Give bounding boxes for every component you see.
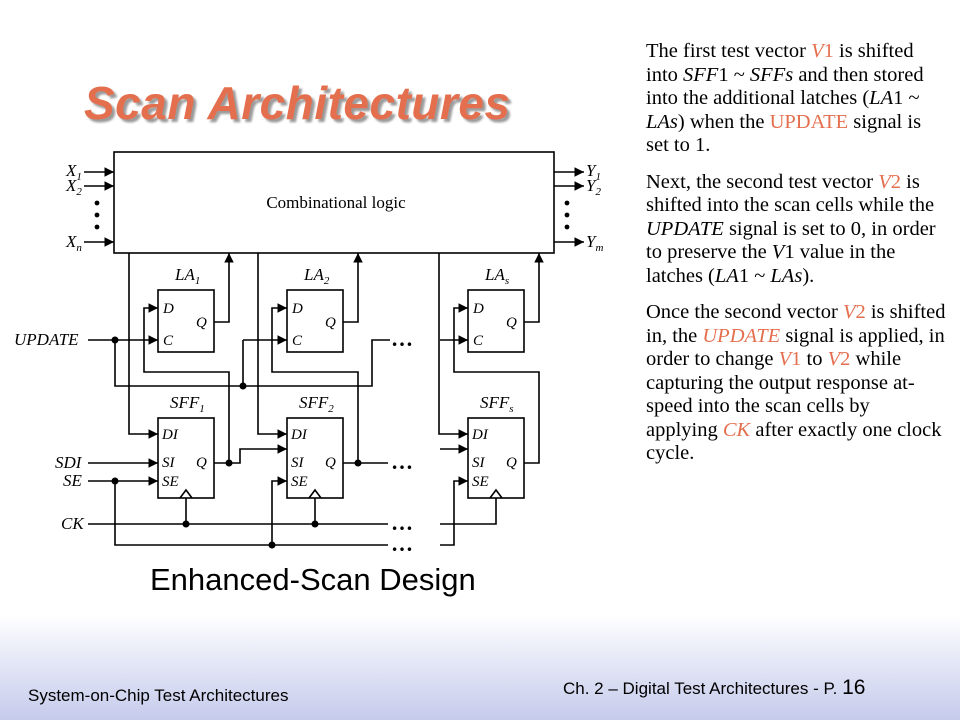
- paragraph-2-run: ).: [802, 264, 815, 287]
- explanation-text: The first test vector V1 is shifted into…: [646, 40, 946, 479]
- sdi-signal-label: SDI: [55, 453, 83, 472]
- latch-1-box: [157, 289, 215, 353]
- paragraph-3-run: is shifted in, the: [646, 301, 946, 347]
- paragraph-2-run: UPDATE: [646, 217, 724, 240]
- scan-cell-1-label: SFF1: [170, 393, 205, 415]
- paragraph-1-run: LA: [869, 87, 894, 109]
- paragraph-3-run: UPDATE: [702, 324, 781, 347]
- paragraph-1-run: SFFs: [749, 63, 794, 86]
- page-number: 16: [842, 676, 866, 699]
- input-xn-label: Xn: [65, 232, 82, 254]
- scan-cell-s-pin-se: SE: [472, 474, 489, 490]
- latch-s-pin-d: D: [472, 301, 484, 317]
- paragraph-2: Next, the second test vector V2 is shift…: [646, 171, 946, 289]
- diagram-caption: Enhanced-Scan Design: [150, 562, 476, 597]
- ck-signal-label: CK: [61, 514, 85, 533]
- comb-logic-label: Combinational logic: [266, 193, 406, 212]
- paragraph-1-run: The first test vector: [646, 40, 812, 62]
- paragraph-3-run: V: [842, 301, 856, 323]
- latch-1-label: LA1: [174, 265, 200, 287]
- paragraph-3-run: signal is applied, in order to change: [646, 324, 945, 371]
- latch-s-pin-c: C: [473, 333, 484, 349]
- paragraph-3-run: to: [801, 348, 828, 370]
- slide-title: Scan Architectures: [84, 77, 511, 129]
- footer-course-title: System-on-Chip Test Architectures: [28, 686, 289, 705]
- ellipsis-scan-row: …: [391, 449, 414, 474]
- paragraph-2-run: 1 value in the latches (: [646, 241, 896, 287]
- latch-2-pin-q: Q: [325, 315, 336, 331]
- paragraph-3-run: 2: [840, 348, 851, 370]
- latch-2-box: [286, 289, 344, 353]
- paragraph-1-run: is shifted into: [646, 40, 914, 86]
- ellipsis-se-row: …: [391, 531, 414, 556]
- latch-s-label: LAs: [484, 265, 509, 287]
- footer-band: [0, 615, 960, 720]
- paragraph-3-run: 1: [791, 348, 802, 370]
- scan-cell-s-pin-di: DI: [471, 427, 489, 443]
- scan-cell-1-pin-q: Q: [196, 455, 207, 471]
- paragraph-1-run: signal is set to 1.: [646, 110, 922, 157]
- scan-cell-2-pin-si: SI: [291, 455, 305, 471]
- latch-2-pin-d: D: [291, 301, 303, 317]
- paragraph-1-run: SFF: [683, 63, 719, 86]
- scan-cell-1-pin-se: SE: [162, 474, 179, 490]
- scan-cell-s-pin-q: Q: [506, 455, 517, 471]
- latch-1-pin-c: C: [163, 333, 174, 349]
- paragraph-1-run: LAs: [646, 110, 678, 133]
- latch-1-pin-q: Q: [196, 315, 207, 331]
- paragraph-2-run: LAs: [770, 264, 803, 287]
- paragraph-3-run: 2: [855, 301, 866, 323]
- output-y1-label: Y1: [586, 161, 601, 183]
- paragraph-2-run: is shifted into the scan cells while the: [646, 170, 935, 217]
- paragraph-3-run: while capturing the output response at-s…: [646, 348, 915, 441]
- paragraph-2-run: V: [878, 170, 891, 193]
- paragraph-2-run: Next, the second test vector: [646, 170, 879, 193]
- scan-cell-s-pin-si: SI: [472, 455, 486, 471]
- paragraph-2-run: 2: [890, 170, 902, 193]
- paragraph-3-run: Once the second vector: [646, 301, 843, 323]
- paragraph-3-run: CK: [722, 418, 751, 441]
- latch-s-box: [467, 289, 525, 353]
- paragraph-3-run: after exactly one clock cycle.: [646, 418, 942, 465]
- paragraph-3-run: V: [778, 348, 792, 370]
- paragraph-1-run: and then stored into the additional latc…: [646, 63, 924, 110]
- ellipsis-ck-row: …: [391, 510, 414, 535]
- latch-2-pin-c: C: [292, 333, 303, 349]
- paragraph-1-run: V: [811, 40, 824, 62]
- scan-cell-s-label: SFFs: [480, 393, 514, 415]
- footer-chapter-page: Ch. 2 – Digital Test Architectures - P. …: [563, 676, 865, 700]
- scan-cell-2-pin-se: SE: [291, 474, 308, 490]
- paragraph-1-run: 1 ~: [893, 87, 920, 109]
- ellipsis-latch-row: …: [391, 326, 414, 351]
- scan-cell-2-label: SFF2: [299, 393, 334, 415]
- paragraph-1-run: 1: [823, 40, 834, 62]
- input-x2-label: X2: [65, 176, 82, 198]
- paragraph-2-run: V: [771, 241, 785, 263]
- update-signal-label: UPDATE: [14, 330, 79, 349]
- footer-chapter: Ch. 2 – Digital Test Architectures - P.: [563, 679, 838, 698]
- scan-cell-2-pin-q: Q: [325, 455, 336, 471]
- paragraph-2-run: signal is set to 0, in order to preserve…: [646, 217, 936, 264]
- comb-logic-block: [113, 151, 555, 254]
- scan-cell-2-pin-di: DI: [290, 427, 308, 443]
- latch-1-pin-d: D: [162, 301, 174, 317]
- scan-cell-1-pin-di: DI: [161, 427, 179, 443]
- scan-cell-s-box: [467, 417, 525, 499]
- input-x1-label: X1: [65, 161, 82, 183]
- paragraph-2-run: 1 ~: [738, 264, 771, 287]
- output-ym-label: Ym: [586, 232, 603, 254]
- scan-cell-1-pin-si: SI: [162, 455, 176, 471]
- latch-2-label: LA2: [303, 265, 330, 287]
- latch-s-pin-q: Q: [506, 315, 517, 331]
- paragraph-3: Once the second vector V2 is shifted in,…: [646, 301, 946, 466]
- paragraph-1-run: 1 ~: [718, 63, 750, 86]
- paragraph-2-run: LA: [714, 264, 739, 287]
- se-signal-label: SE: [63, 471, 83, 490]
- paragraph-3-run: V: [827, 348, 841, 370]
- paragraph-1-run: ) when the: [677, 110, 770, 133]
- paragraph-1: The first test vector V1 is shifted into…: [646, 40, 946, 158]
- output-y2-label: Y2: [586, 176, 601, 198]
- paragraph-1-run: UPDATE: [769, 110, 849, 133]
